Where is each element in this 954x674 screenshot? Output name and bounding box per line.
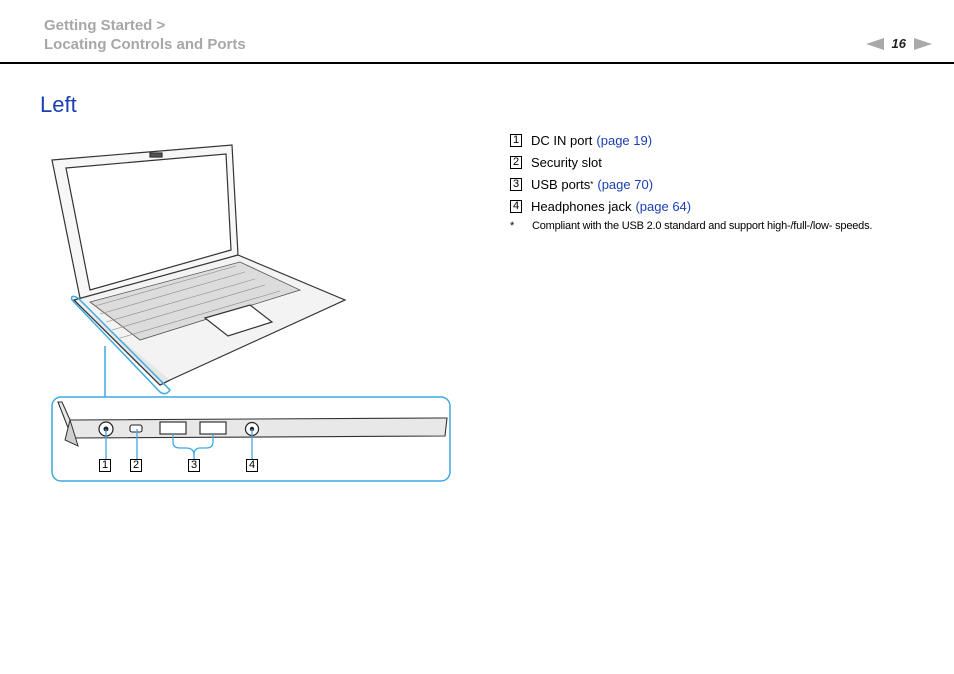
callout-3: 3 [188, 459, 200, 472]
page-link[interactable]: (page 19) [596, 132, 653, 148]
legend-number: 2 [510, 155, 522, 169]
breadcrumb: Getting Started > Locating Controls and … [44, 16, 246, 54]
legend-number: 3 [510, 177, 522, 191]
breadcrumb-page: Locating Controls and Ports [44, 36, 246, 53]
legend-number: 4 [510, 199, 522, 213]
legend-label: Security slot [531, 154, 602, 170]
page-navigation: 16 [865, 36, 932, 51]
laptop-base [72, 254, 347, 386]
legend-label: Headphones jack [531, 198, 632, 214]
port-legend: 1 DC IN port (page 19) 2 Security slot 3… [510, 129, 872, 232]
callout-1: 1 [99, 459, 111, 472]
callout-2: 2 [130, 459, 142, 472]
legend-item-security-slot: 2 Security slot [510, 151, 872, 173]
footnote-star: * [510, 220, 515, 232]
usb-port-icon [199, 421, 227, 435]
section-title: Left [40, 92, 77, 117]
footnote: * Compliant with the USB 2.0 standard an… [510, 220, 872, 232]
port-detail-panel [51, 396, 451, 482]
legend-item-usb-ports: 3 USB ports* (page 70) [510, 173, 872, 195]
page-link[interactable]: (page 70) [597, 176, 654, 192]
header-divider [0, 62, 954, 64]
page-number: 16 [891, 36, 906, 51]
legend-item-dc-in: 1 DC IN port (page 19) [510, 129, 872, 151]
legend-item-headphones: 4 Headphones jack (page 64) [510, 195, 872, 217]
security-slot-icon [129, 424, 143, 433]
next-page-icon[interactable] [914, 37, 932, 50]
legend-label: USB ports [531, 176, 591, 192]
footnote-text: Compliant with the USB 2.0 standard and … [532, 220, 873, 232]
legend-label: DC IN port [531, 132, 593, 148]
legend-number: 1 [510, 133, 522, 147]
previous-page-icon[interactable] [865, 37, 884, 50]
side-highlight [70, 295, 171, 397]
callout-4: 4 [246, 459, 258, 472]
breadcrumb-section[interactable]: Getting Started > [44, 17, 166, 34]
page-link[interactable]: (page 64) [635, 198, 692, 214]
footnote-marker: * [590, 179, 594, 189]
usb-port-icon [159, 421, 187, 435]
